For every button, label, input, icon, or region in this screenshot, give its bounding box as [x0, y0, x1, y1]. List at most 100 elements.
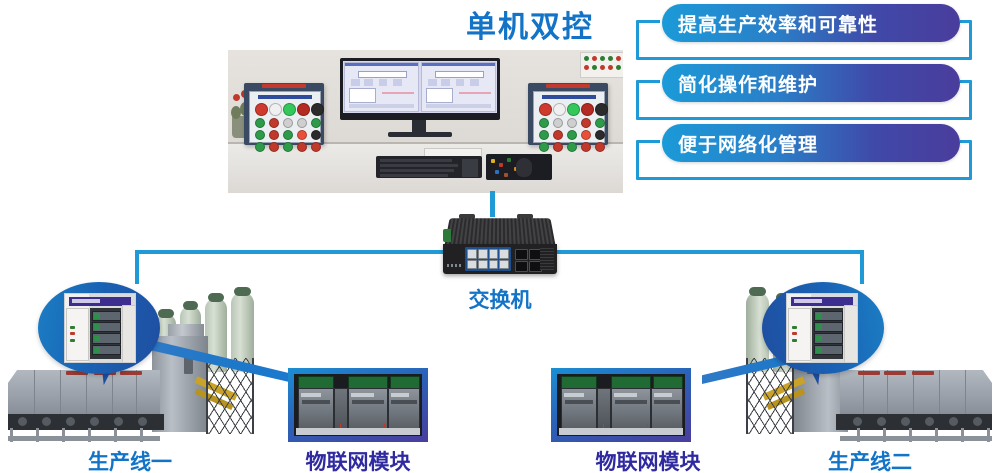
link-bus-to-line2	[860, 250, 864, 294]
panel-button	[311, 118, 321, 128]
panel-button	[297, 118, 307, 128]
panel-button	[283, 118, 293, 128]
plant-leaf	[231, 106, 241, 119]
module-slot	[301, 400, 331, 404]
belt-roller	[973, 417, 982, 426]
workstation-photo	[228, 50, 623, 193]
panel-button	[269, 118, 279, 128]
mouse	[516, 158, 532, 177]
bin-divider	[913, 370, 914, 416]
belt-roller	[114, 417, 123, 426]
benefit-pill-1[interactable]: 提高生产效率和可靠性	[662, 4, 960, 42]
panel-button	[567, 130, 577, 140]
panel-button	[283, 130, 293, 140]
cabinet-door	[788, 307, 812, 362]
scada-alarm-bar	[381, 91, 414, 95]
conveyor-belt	[8, 414, 164, 430]
benefits-group: 提高生产效率和可靠性 简化操作和维护 便于网络化管理	[636, 0, 1000, 190]
panel-button	[581, 103, 594, 116]
switch-label: 交换机	[467, 287, 534, 314]
benefit-label-3: 便于网络化管理	[678, 134, 819, 156]
iot-module-2	[551, 368, 691, 442]
rj45-port	[477, 249, 488, 259]
belt-roller	[42, 417, 51, 426]
door-switch	[791, 338, 797, 342]
switch-status-leds	[447, 264, 461, 267]
plc-module	[92, 322, 122, 333]
control-cabinet-photo	[64, 293, 136, 363]
monitor-stand-base	[388, 132, 452, 137]
rj45-port	[467, 259, 477, 269]
rj45-port	[499, 259, 509, 269]
rj45-port	[488, 249, 499, 259]
scada-titlebar	[422, 63, 495, 66]
aggregate-bins	[8, 370, 160, 416]
panel-button	[311, 142, 321, 152]
bin-divider	[863, 370, 864, 416]
banner-text-block	[71, 299, 100, 304]
benefit-row-3[interactable]: 便于网络化管理	[636, 122, 1000, 180]
silo-cap	[233, 287, 252, 296]
cabinet-illustration	[65, 294, 135, 362]
din-rail	[296, 428, 420, 435]
panel-button	[553, 118, 563, 128]
scada-block	[470, 79, 479, 87]
bin-divider	[60, 370, 61, 416]
cabinet-illustration	[787, 294, 858, 363]
panel-button	[567, 142, 577, 152]
panel-button	[297, 103, 310, 116]
callout-bubble-line1	[38, 282, 160, 386]
panel-selector	[595, 130, 605, 140]
wall-lamp	[584, 65, 589, 70]
plc-module	[814, 322, 844, 333]
bin-divider	[136, 370, 137, 416]
scada-block	[427, 79, 437, 87]
rj45-port	[467, 249, 477, 259]
panel-button	[297, 130, 307, 140]
cement-silo	[231, 287, 254, 372]
wall-indicator-board	[580, 52, 623, 78]
belt-roller	[901, 417, 910, 426]
belt-roller	[138, 417, 147, 426]
plc-photo	[557, 374, 685, 436]
banner-text-block	[793, 299, 822, 304]
module-terminal	[816, 346, 822, 353]
module-terminal	[94, 324, 100, 330]
bin-marker	[66, 371, 88, 375]
benefit-pill-2[interactable]: 简化操作和维护	[662, 64, 960, 102]
panel-button	[539, 118, 549, 128]
switch-mount-tab	[459, 214, 475, 219]
panel-face	[249, 91, 324, 152]
bin-divider	[112, 370, 113, 416]
link-bus-to-line1	[135, 250, 139, 294]
monitor-stand-neck	[412, 120, 426, 134]
door-switch	[69, 326, 75, 330]
control-panel-right	[528, 83, 608, 152]
cabinet-banner	[69, 297, 131, 306]
door-switch	[791, 332, 797, 336]
label-iot-module-2: 物联网模块	[594, 449, 703, 473]
module-terminal	[816, 324, 822, 330]
bin-marker	[912, 371, 934, 375]
key-row	[380, 164, 458, 167]
plc-module	[814, 310, 844, 321]
panel-button	[581, 118, 591, 128]
cabinet-side-panel	[122, 304, 135, 362]
bin-marker	[884, 371, 906, 375]
benefit-pill-3[interactable]: 便于网络化管理	[662, 124, 960, 162]
benefit-row-2[interactable]: 简化操作和维护	[636, 62, 1000, 120]
scada-digits	[435, 70, 484, 79]
module-terminal	[94, 335, 100, 342]
module-label	[614, 393, 638, 397]
benefit-row-1[interactable]: 提高生产效率和可靠性	[636, 2, 1000, 60]
panel-button	[283, 103, 296, 116]
wall-lamp	[608, 65, 613, 70]
panel-header-strip	[542, 95, 596, 99]
door-switch	[791, 326, 797, 330]
control-cabinet-photo	[786, 293, 858, 363]
panel-button	[553, 103, 566, 116]
module-terminal	[816, 312, 822, 319]
benefit-label-2: 简化操作和维护	[678, 74, 819, 96]
link-workstation-to-switch	[490, 191, 495, 217]
module-slot	[352, 400, 384, 404]
